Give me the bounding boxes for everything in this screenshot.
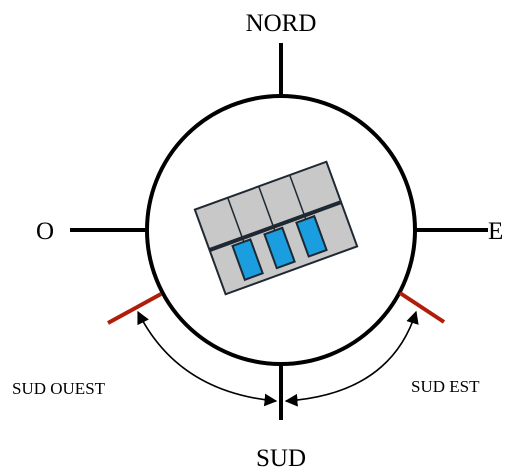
north-label: NORD bbox=[246, 10, 317, 37]
south-label: SUD bbox=[256, 445, 306, 472]
southwest-arc-arrow bbox=[137, 310, 278, 407]
southeast-label: SUD EST bbox=[411, 377, 480, 396]
southeast-arc-arrow bbox=[284, 310, 419, 407]
building-window-divider-3 bbox=[289, 174, 307, 220]
east-label: E bbox=[488, 218, 503, 245]
southeast-limit-line bbox=[398, 291, 446, 324]
southwest-limit-line bbox=[107, 292, 162, 325]
southwest-label: SUD OUEST bbox=[12, 379, 106, 398]
building-window-divider-1 bbox=[227, 197, 245, 243]
building-window-divider-2 bbox=[258, 186, 276, 231]
building-band bbox=[208, 200, 342, 252]
west-label: O bbox=[36, 218, 54, 245]
building-icon bbox=[193, 160, 359, 296]
building-window-2 bbox=[263, 226, 296, 270]
building-window-1 bbox=[231, 238, 264, 282]
